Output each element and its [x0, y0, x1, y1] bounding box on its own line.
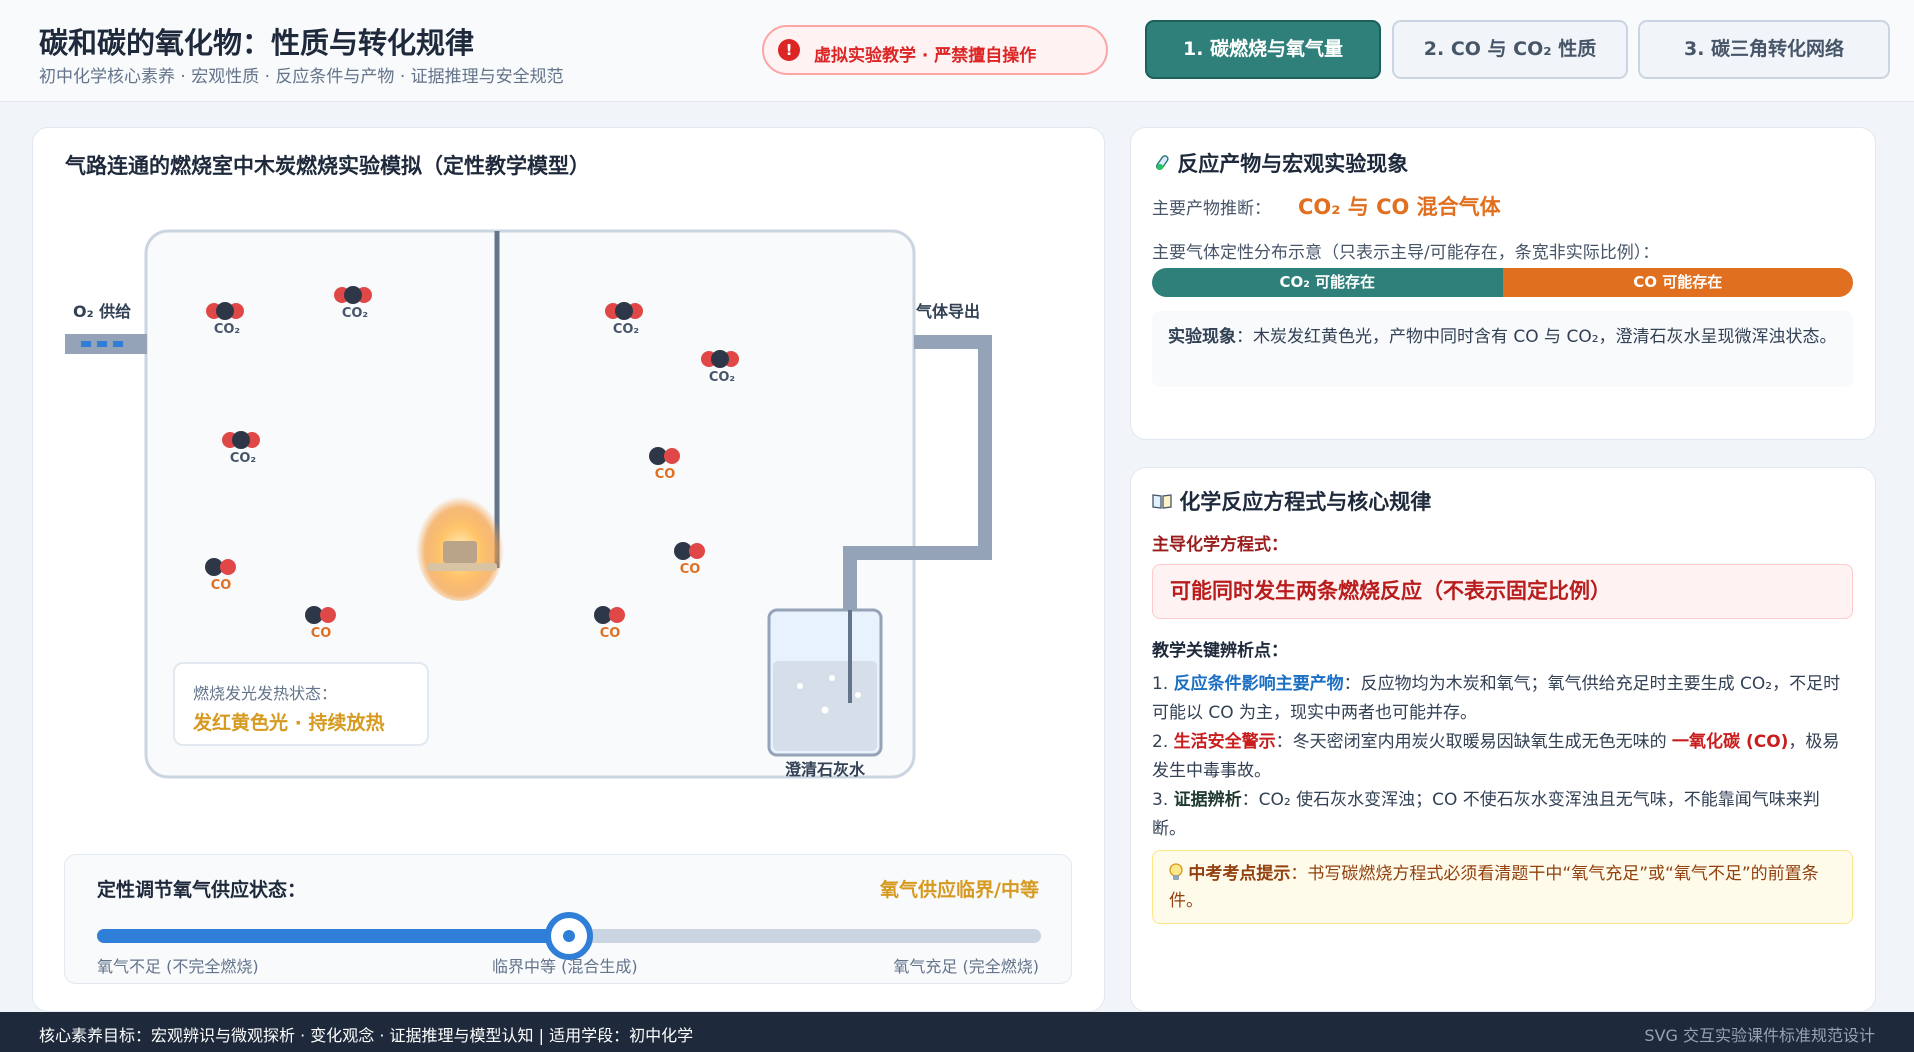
oxygen-control: 定性调节氧气供应状态： 氧气供应临界/中等 氧气不足 (不完全燃烧) 临界中等 … — [64, 854, 1072, 984]
co-label: CO — [655, 467, 676, 482]
co2-molecule: CO₂ — [605, 302, 643, 337]
combustion-chamber-diagram: O₂ 供给 气体导出 澄清石灰水 CO₂ CO₂ CO₂ CO₂ CO₂ CO CO CO CO… — [65, 229, 992, 779]
alert-icon: ! — [778, 39, 800, 61]
main-product-label: 主要产物推断： — [1152, 199, 1271, 219]
lightbulb-icon — [1169, 863, 1183, 881]
test-tube-icon — [1152, 154, 1170, 172]
charcoal-block — [443, 541, 477, 563]
exam-tip-text: ：书写碳燃烧方程式必须看清题干中“氧气充足”或“氧气不足”的前置条件。 — [1169, 864, 1819, 911]
equations-panel: 化学反应方程式与核心规律 主导化学方程式： 可能同时发生两条燃烧反应（不表示固定… — [1130, 467, 1876, 1012]
slider-tick-low: 氧气不足 (不完全燃烧) — [97, 957, 259, 976]
o2-supply-label: O₂ 供给 — [73, 302, 131, 321]
co-label: CO — [311, 626, 332, 641]
key-point-3: 3. 证据辨析：CO₂ 使石灰水变浑浊；CO 不使石灰水变浑浊且无气味，不能靠闻… — [1152, 790, 1820, 839]
gas-distribution-bar: CO₂ 可能存在 CO 可能存在 — [1152, 268, 1853, 297]
distribution-label: 主要气体定性分布示意（只表示主导/可能存在，条宽非实际比例）： — [1152, 243, 1660, 263]
tab-co-co2-properties[interactable]: 2. CO 与 CO₂ 性质 — [1392, 20, 1628, 79]
footer: 核心素养目标：宏观辨识与微观探析 · 变化观念 · 证据推理与模型认知 | 适用… — [0, 1012, 1914, 1052]
main-equation: 可能同时发生两条燃烧反应（不表示固定比例） — [1152, 564, 1853, 619]
gas-outlet-pipe — [843, 335, 992, 616]
main-product-value: CO₂ 与 CO 混合气体 — [1298, 195, 1501, 219]
simulation-panel: 气路连通的燃烧室中木炭燃烧实验模拟（定性教学模型） — [32, 127, 1105, 1012]
limewater-label: 澄清石灰水 — [785, 760, 866, 779]
equations-title: 化学反应方程式与核心规律 — [1179, 490, 1432, 514]
oxygen-control-value: 氧气供应临界/中等 — [880, 879, 1039, 901]
footer-goals: 核心素养目标：宏观辨识与微观探析 · 变化观念 · 证据推理与模型认知 | 适用… — [39, 1026, 694, 1045]
burn-status-value: 发红黄色光 · 持续放热 — [193, 712, 385, 734]
co-segment: CO 可能存在 — [1502, 268, 1853, 297]
key-point-2: 2. 生活安全警示：冬天密闭室内用炭火取暖易因缺氧生成无色无味的 一氧化碳 (C… — [1152, 732, 1840, 781]
gas-outlet-label: 气体导出 — [915, 302, 980, 321]
co-emphasis: 一氧化碳 (CO) — [1672, 732, 1789, 752]
observation-text: ：木炭发红黄色光，产物中同时含有 CO 与 CO₂，澄清石灰水呈现微浑浊状态。 — [1236, 327, 1837, 347]
header: 碳和碳的氧化物：性质与转化规律 初中化学核心素养 · 宏观性质 · 反应条件与产… — [0, 0, 1914, 102]
products-panel: 反应产物与宏观实验现象 主要产物推断： CO₂ 与 CO 混合气体 主要气体定性… — [1130, 127, 1876, 440]
slider-tick-high: 氧气充足 (完全燃烧) — [893, 957, 1039, 976]
co2-label: CO₂ — [342, 306, 368, 321]
co-label: CO — [600, 626, 621, 641]
co2-molecule: CO₂ — [701, 350, 739, 385]
exam-tip-box: 中考考点提示：书写碳燃烧方程式必须看清题干中“氧气充足”或“氧气不足”的前置条件… — [1152, 850, 1853, 924]
products-title: 反应产物与宏观实验现象 — [1177, 152, 1409, 176]
footer-credit: SVG 交互实验课件标准规范设计 — [1644, 1026, 1875, 1045]
simulation-title: 气路连通的燃烧室中木炭燃烧实验模拟（定性教学模型） — [65, 154, 590, 178]
co-molecule: CO — [674, 542, 705, 577]
safety-warning-badge: ! 虚拟实验教学 · 严禁擅自操作 — [762, 25, 1108, 75]
co2-label: CO₂ — [214, 322, 240, 337]
co2-molecule: CO₂ — [222, 431, 260, 466]
co-label: CO — [680, 562, 701, 577]
burn-status-box: 燃烧发光发热状态： 发红黄色光 · 持续放热 — [173, 662, 429, 746]
observation-label: 实验现象 — [1168, 327, 1236, 347]
book-icon — [1152, 490, 1172, 509]
co2-molecule: CO₂ — [206, 302, 244, 337]
observation-box: 实验现象：木炭发红黄色光，产物中同时含有 CO 与 CO₂，澄清石灰水呈现微浑浊… — [1152, 311, 1853, 387]
oxygen-control-label: 定性调节氧气供应状态： — [97, 879, 307, 901]
burn-status-label: 燃烧发光发热状态： — [193, 684, 338, 703]
page-subtitle: 初中化学核心素养 · 宏观性质 · 反应条件与产物 · 证据推理与安全规范 — [39, 67, 564, 87]
key-point-1-head: 反应条件影响主要产物 — [1173, 674, 1344, 694]
co2-label: CO₂ — [230, 451, 256, 466]
co2-molecule: CO₂ — [334, 286, 372, 321]
key-point-1: 1. 反应条件影响主要产物：反应物均为木炭和氧气；氧气供给充足时主要生成 CO₂… — [1152, 674, 1841, 723]
key-points-label: 教学关键辨析点： — [1152, 641, 1288, 661]
oxygen-slider-fill — [97, 929, 569, 943]
oxygen-slider-thumb[interactable] — [545, 912, 593, 960]
co2-label: CO₂ — [613, 322, 639, 337]
equations-title-row: 化学反应方程式与核心规律 — [1152, 486, 1431, 516]
co-molecule: CO — [649, 447, 680, 482]
main-equation-label: 主导化学方程式： — [1152, 535, 1288, 555]
safety-warning-text: 虚拟实验教学 · 严禁擅自操作 — [814, 46, 1037, 66]
slider-tick-mid: 临界中等 (混合生成) — [492, 957, 638, 976]
key-point-3-head: 证据辨析 — [1173, 790, 1242, 810]
key-point-2-head: 生活安全警示 — [1173, 732, 1276, 752]
co2-segment: CO₂ 可能存在 — [1152, 268, 1503, 297]
co-molecule: CO — [205, 558, 236, 593]
oxygen-slider-track[interactable] — [97, 912, 1041, 960]
co-molecule: CO — [594, 606, 625, 641]
page-title: 碳和碳的氧化物：性质与转化规律 — [39, 26, 475, 60]
co2-label: CO₂ — [709, 370, 735, 385]
co-label: CO — [211, 578, 232, 593]
products-title-row: 反应产物与宏观实验现象 — [1152, 148, 1408, 178]
exam-tip-head: 中考考点提示 — [1188, 864, 1291, 884]
co-molecule: CO — [305, 606, 336, 641]
tab-carbon-combustion[interactable]: 1. 碳燃烧与氧气量 — [1145, 20, 1381, 79]
tab-carbon-triangle[interactable]: 3. 碳三角转化网络 — [1638, 20, 1890, 79]
